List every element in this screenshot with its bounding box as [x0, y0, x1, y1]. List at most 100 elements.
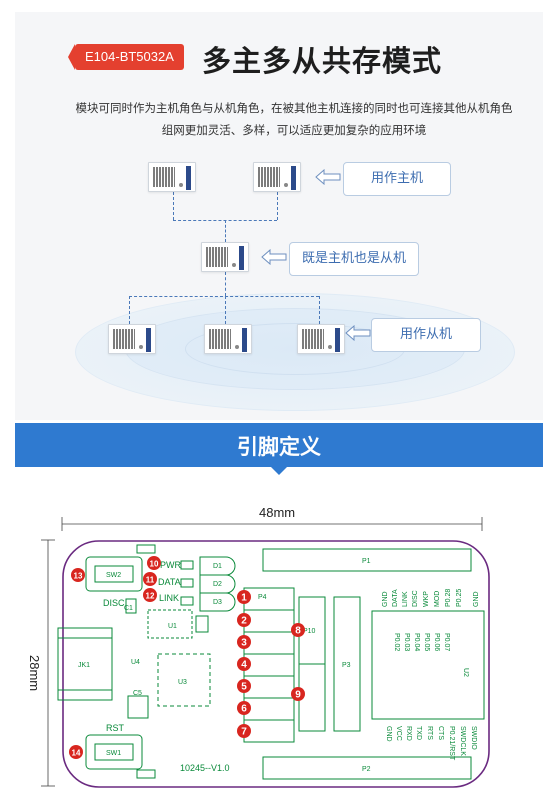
pin-marker-number: 12: [146, 592, 155, 601]
arrow-left-icon: [345, 325, 371, 341]
pin-marker-number: 10: [150, 560, 159, 569]
bottom-pin-label: RTS: [426, 726, 433, 740]
u3-label: U3: [178, 679, 187, 686]
sw2-label: SW2: [106, 572, 121, 579]
connector-line: [277, 192, 278, 220]
bottom-pin-label: CTS: [437, 726, 444, 740]
p3-header: [333, 596, 361, 732]
model-badge: E104-BT5032A: [68, 44, 184, 70]
bottom-pin-label: VCC: [395, 726, 402, 741]
pin-marker-5: 5: [237, 679, 251, 693]
top-pin-label: LINK: [402, 591, 409, 607]
pin-marker-6: 6: [237, 701, 251, 715]
pin-marker-3: 3: [237, 635, 251, 649]
callout-slave: 用作从机: [371, 318, 481, 352]
connector-line: [129, 296, 319, 297]
pin-marker-number: 9: [295, 690, 301, 701]
sw2-footprint: [85, 556, 143, 592]
pin-marker-9: 9: [291, 687, 305, 701]
banner-notch: [271, 467, 287, 475]
module-chip-hybrid: [201, 242, 249, 272]
p2-label: P2: [362, 766, 371, 773]
pin-marker-10: 10: [147, 556, 161, 570]
pin-marker-14: 14: [69, 745, 83, 759]
u2-pin-label: P0.05: [423, 633, 430, 651]
pin-marker-number: 7: [241, 727, 247, 738]
top-pin-label: WKP: [423, 591, 430, 607]
pin-marker-12: 12: [143, 588, 157, 602]
top-pin-label: DISC: [412, 590, 419, 607]
top-pin-label: DATA: [392, 589, 399, 607]
pin-marker-13: 13: [71, 568, 85, 582]
d1-label: D1: [213, 563, 222, 570]
module-chip-slave-2: [204, 324, 252, 354]
connector-line: [225, 272, 226, 296]
data-label: DATA: [158, 577, 181, 587]
connector-line: [129, 296, 130, 324]
module-chip-slave-1: [108, 324, 156, 354]
jk1-label: JK1: [78, 662, 90, 669]
top-pin-label: P0.25: [456, 589, 463, 607]
p1-header: [262, 548, 472, 572]
bottom-pin-label: SWDIO: [470, 726, 477, 750]
pin-marker-number: 1: [241, 593, 247, 604]
top-pin-label: GND: [473, 591, 480, 607]
link-label: LINK: [159, 593, 179, 603]
pin-marker-2: 2: [237, 613, 251, 627]
pin-marker-number: 6: [241, 704, 247, 715]
u2-module: [371, 610, 485, 720]
jk1-connector: [57, 627, 113, 701]
d2-label: D2: [213, 581, 222, 588]
callout-master-and-slave: 既是主机也是从机: [289, 242, 419, 276]
connector-line: [225, 220, 226, 242]
arrow-left-icon: [315, 169, 341, 185]
connector-line: [225, 296, 226, 324]
bottom-pin-label: SWDCLK: [459, 726, 466, 756]
p4-header: [243, 587, 295, 743]
pin-marker-number: 8: [295, 626, 301, 637]
top-pin-label: P0.28: [445, 589, 452, 607]
u2-pin-label: P0.03: [403, 633, 410, 651]
version-label: 10245--V1.0: [180, 763, 230, 773]
u2-pin-label: P0.06: [433, 633, 440, 651]
u2-pin-label: P0.02: [393, 633, 400, 651]
bottom-pin-label: RXD: [405, 726, 412, 741]
c5-footprint: [127, 695, 149, 719]
pin-definition-banner: 引脚定义: [15, 423, 543, 475]
connector-line: [173, 192, 174, 220]
u2-pin-label: P0.07: [443, 633, 450, 651]
pin-marker-7: 7: [237, 724, 251, 738]
bottom-pin-label: GND: [385, 726, 392, 742]
pin-marker-8: 8: [291, 623, 305, 637]
d3-footprint: [199, 592, 236, 612]
u2-pin-label: P0.04: [413, 633, 420, 651]
u3-footprint: [157, 653, 211, 707]
rst-label: RST: [106, 723, 125, 733]
top-pin-label: MOD: [434, 591, 441, 607]
u4-label: U4: [131, 659, 140, 666]
pin-marker-number: 2: [241, 616, 247, 627]
c1-label: C1: [124, 605, 133, 612]
pin-marker-number: 5: [241, 682, 247, 693]
u1-footprint: [147, 609, 193, 639]
description-line-2: 组网更加灵活、多样，可以适应更加复杂的应用环境: [161, 123, 427, 137]
section-title: 多主多从共存模式: [202, 44, 443, 78]
pin-marker-11: 11: [143, 572, 157, 586]
width-dimension-label: 48mm: [259, 505, 296, 520]
bottom-pin-label: P0.21/RST: [448, 726, 455, 761]
u2-label: U2: [462, 668, 469, 677]
pin-marker-number: 4: [241, 660, 247, 671]
p2-header: [262, 756, 472, 780]
pwr-label: PWR: [160, 560, 181, 570]
p3-label: P3: [342, 662, 351, 669]
pin-marker-number: 14: [72, 749, 81, 758]
u1-label: U1: [168, 623, 177, 630]
p10-label: P10: [303, 628, 316, 635]
pin-marker-number: 3: [241, 638, 247, 649]
module-chip-master-2: [253, 162, 301, 192]
sw1-footprint: [85, 734, 143, 770]
pin-marker-number: 11: [146, 576, 155, 585]
pin-marker-number: 13: [74, 572, 83, 581]
pin-marker-4: 4: [237, 657, 251, 671]
